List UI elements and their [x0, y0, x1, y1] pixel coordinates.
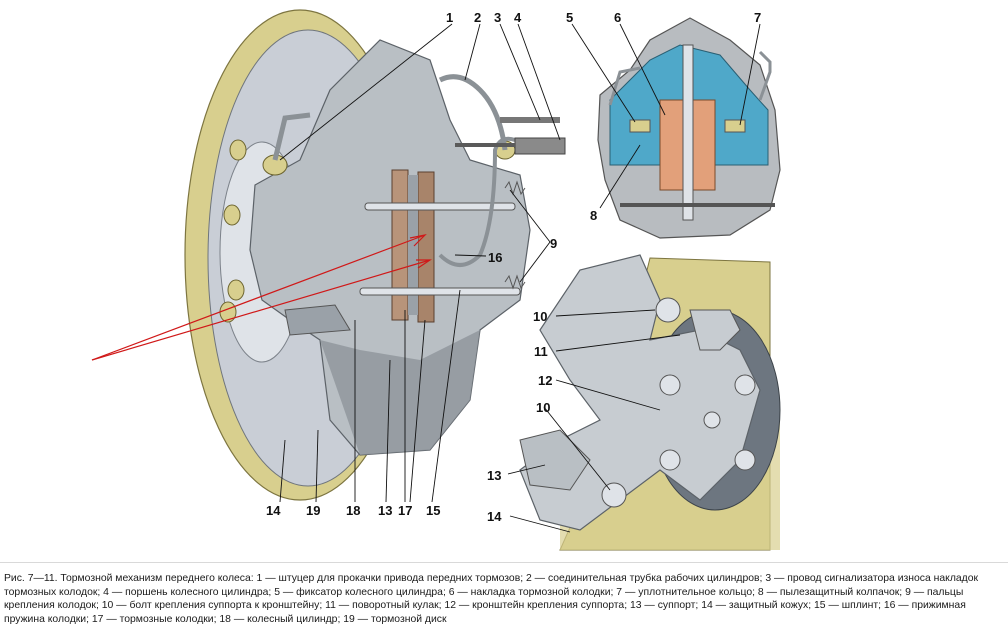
brake-pad-inner [417, 171, 435, 323]
red-arrows [91, 234, 432, 361]
disc-center [682, 44, 694, 221]
sensor-wire [455, 117, 566, 155]
pad-spring-16 [438, 136, 516, 267]
callout-9: 9 [550, 236, 557, 251]
callout-14: 14 [266, 503, 281, 518]
callout-6: 6 [614, 10, 621, 25]
callout-4: 4 [514, 10, 522, 25]
callout-8: 8 [590, 208, 597, 223]
callout-3: 3 [494, 10, 501, 25]
callout-12: 12 [538, 373, 552, 388]
cross-section-inset [597, 17, 781, 239]
callout-13: 13 [378, 503, 392, 518]
bracket-holes [659, 374, 756, 471]
caption-divider [0, 562, 1008, 563]
callout-15: 15 [426, 503, 440, 518]
disc-section [408, 175, 418, 315]
caliper-13-small [519, 429, 591, 491]
seal-left [629, 119, 651, 133]
callout-14-inset: 14 [487, 509, 502, 524]
callout-numbers: 1 2 3 4 5 6 7 8 9 16 10 11 12 10 13 14 1… [266, 10, 761, 524]
wheel-studs [219, 139, 247, 323]
figure-caption: Рис. 7—11. Тормозной механизм переднего … [4, 573, 979, 625]
leader-lines [279, 23, 761, 533]
pad-retaining-pins [359, 202, 521, 296]
callout-10-bottom: 10 [536, 400, 550, 415]
knuckle-arm [689, 309, 741, 351]
connecting-tube [272, 74, 508, 161]
brake-diagram: 1 2 3 4 5 6 7 8 9 16 10 11 12 10 13 14 1… [91, 9, 781, 551]
callout-11: 11 [534, 344, 548, 359]
callout-1: 1 [446, 10, 453, 25]
callout-7: 7 [754, 10, 761, 25]
pins-springs [504, 180, 526, 290]
bolt-10-bottom [601, 482, 627, 508]
seal-right [724, 119, 746, 133]
callout-5: 5 [566, 10, 573, 25]
top-tube [608, 50, 772, 106]
callout-13-inset: 13 [487, 468, 501, 483]
callout-17: 17 [398, 503, 412, 518]
caliper-shadow [320, 330, 480, 455]
callout-2: 2 [474, 10, 481, 25]
bolt-10-top [655, 297, 681, 323]
callout-19: 19 [306, 503, 320, 518]
callout-10-top: 10 [533, 309, 547, 324]
knuckle-inset [519, 254, 781, 551]
callout-18: 18 [346, 503, 360, 518]
wheel-cylinder-18 [284, 304, 351, 336]
callout-16: 16 [488, 250, 502, 265]
